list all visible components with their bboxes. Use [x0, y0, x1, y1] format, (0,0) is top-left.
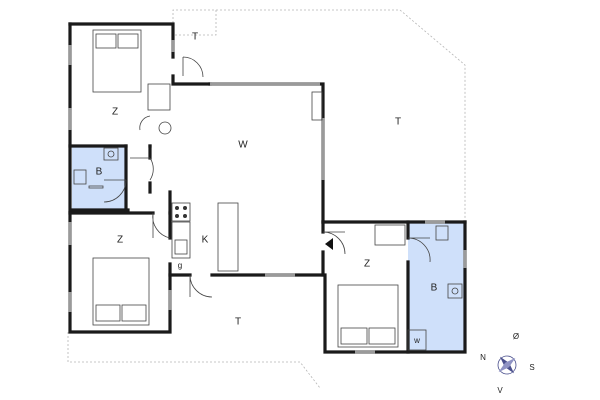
sink-left — [103, 147, 119, 161]
label-terrace-top: T — [192, 32, 198, 43]
compass-north: N — [480, 353, 486, 362]
label-bathroom-left: B — [96, 167, 103, 178]
windows — [68, 40, 467, 354]
stove — [171, 202, 191, 222]
toilet-left — [73, 169, 87, 185]
fixtures — [73, 83, 463, 351]
boiler — [158, 121, 172, 135]
entrance-arrow — [325, 238, 333, 250]
compass-east: Ø — [513, 332, 519, 341]
kitchen-counter — [171, 221, 191, 259]
label-kitchen: K — [202, 235, 209, 246]
bathroom-left-fill — [72, 146, 126, 209]
toilet-right — [435, 225, 449, 241]
compass-west: V — [497, 386, 503, 395]
sink-right — [447, 283, 463, 299]
cabinet-right — [311, 91, 323, 121]
kitchen-sink — [174, 239, 188, 255]
washer-box — [407, 329, 427, 351]
walls — [68, 22, 467, 354]
label-living: W — [238, 140, 248, 151]
compass-south: S — [529, 363, 534, 372]
label-bedroom-top: Z — [112, 107, 118, 118]
label-bedroom-left: Z — [117, 235, 123, 246]
label-bathroom-right: B — [431, 283, 438, 294]
kitchen-island — [217, 202, 239, 272]
beds — [92, 29, 399, 348]
label-washer: w — [413, 336, 420, 345]
bed-top — [92, 29, 142, 93]
label-bedroom-right: Z — [364, 259, 370, 270]
doors — [103, 56, 431, 298]
bed-left — [92, 257, 150, 326]
bed-right — [337, 284, 399, 348]
label-kitchen-g: g — [178, 261, 182, 270]
label-terrace-bottom: T — [235, 317, 241, 328]
closet-top — [147, 83, 171, 111]
compass-rose: N Ø S V — [480, 332, 535, 395]
closet-right — [374, 224, 406, 246]
room-labels: T Z B W Z K g T Z B w T — [96, 32, 438, 345]
label-terrace-right: T — [395, 117, 401, 128]
